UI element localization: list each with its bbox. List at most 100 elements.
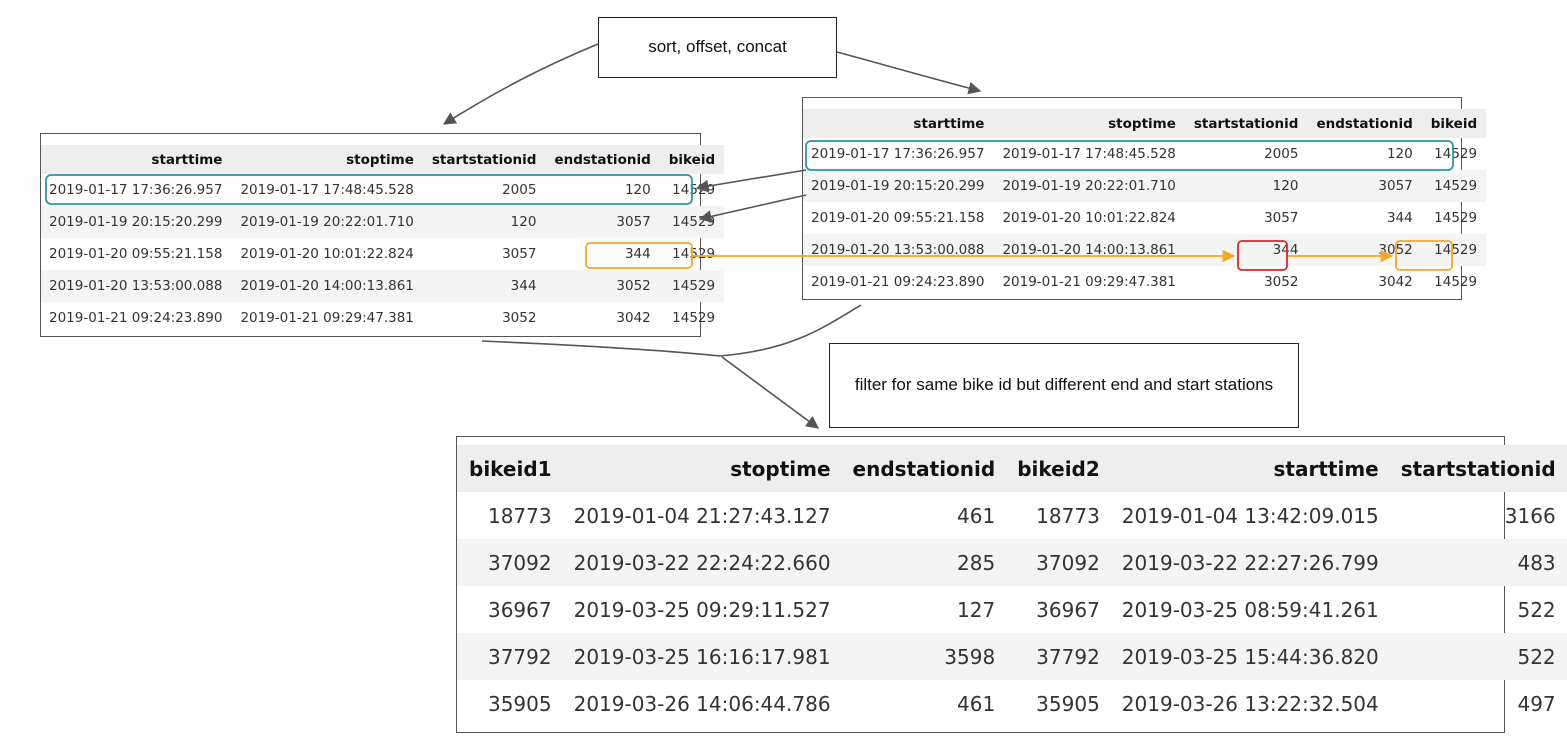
- table-row: 36967 2019-03-25 09:29:11.527 127 36967 …: [457, 586, 1567, 633]
- cell: 120: [1386, 146, 1413, 162]
- table-row: 2019-01-20 13:53:00.088 2019-01-20 14:00…: [41, 270, 725, 302]
- sort-offset-concat-label: sort, offset, concat: [598, 17, 837, 78]
- left-header-stoptime: stoptime: [231, 145, 423, 174]
- left-table-panel: starttime stoptime startstationid endsta…: [40, 133, 725, 337]
- cell: 2019-01-19 20:15:20.299: [41, 206, 232, 238]
- cell: 2019-01-20 09:55:21.158: [811, 210, 985, 226]
- cell: 2005: [502, 182, 537, 198]
- left-header-bikeid: bikeid: [659, 145, 725, 174]
- left-header-endstationid: endstationid: [545, 145, 660, 174]
- result-header-startstationid: startstationid: [1389, 445, 1567, 492]
- cell: 2019-01-04 13:42:09.015: [1121, 503, 1379, 528]
- table-row: 2019-01-20 09:55:21.158 2019-01-20 10:01…: [41, 238, 724, 270]
- cell: 3052: [1264, 274, 1299, 290]
- arrow-merge-to-result: [721, 356, 820, 429]
- cell: 461: [957, 691, 996, 716]
- cell: 3057: [502, 246, 537, 262]
- cell: 3052: [1307, 234, 1422, 266]
- cell: 3057: [1264, 210, 1299, 226]
- result-header-bikeid2: bikeid2: [1006, 445, 1111, 492]
- cell: 14529: [659, 206, 725, 238]
- cell: 18773: [487, 503, 552, 528]
- cell: 2019-03-25 15:44:36.820: [1110, 633, 1390, 680]
- cell: 344: [1386, 210, 1413, 226]
- result-table: bikeid1 stoptime endstationid bikeid2 st…: [457, 445, 1567, 727]
- left-header-startstationid: startstationid: [422, 145, 546, 174]
- cell: 14529: [1434, 146, 1478, 162]
- cell: 2019-01-21 09:29:47.381: [1002, 274, 1176, 290]
- cell: 14529: [1434, 210, 1478, 226]
- cell: 37092: [1006, 539, 1111, 586]
- cell: 2019-01-17 17:48:45.528: [1002, 146, 1176, 162]
- arrow-sort-to-right: [836, 51, 982, 95]
- table-row: 2019-01-17 17:36:26.957 2019-01-17 17:48…: [803, 138, 1486, 170]
- cell: 2019-01-20 14:00:13.861: [993, 234, 1185, 266]
- left-table-header-row: starttime stoptime startstationid endsta…: [41, 145, 725, 174]
- cell: 3598: [841, 633, 1007, 680]
- cell: 2019-01-20 10:01:22.824: [240, 246, 414, 262]
- cell: 3052: [545, 270, 660, 302]
- cell: 37092: [457, 539, 563, 586]
- right-header-starttime: starttime: [803, 109, 994, 138]
- cell: 3057: [1307, 170, 1422, 202]
- filter-label-text: filter for same bike id but different en…: [854, 375, 1274, 395]
- table-row: 2019-01-19 20:15:20.299 2019-01-19 20:22…: [803, 170, 1487, 202]
- cell: 2019-03-25 16:16:17.981: [562, 633, 842, 680]
- table-row: 35905 2019-03-26 14:06:44.786 461 35905 …: [457, 680, 1567, 727]
- cell: 2019-03-25 09:29:11.527: [573, 597, 831, 622]
- cell: 120: [624, 182, 651, 198]
- cell: 14529: [1421, 170, 1487, 202]
- cell: 36967: [487, 597, 552, 622]
- table-row: 2019-01-17 17:36:26.957 2019-01-17 17:48…: [41, 174, 724, 206]
- right-header-endstationid: endstationid: [1307, 109, 1422, 138]
- cell: 2019-01-20 10:01:22.824: [1002, 210, 1176, 226]
- table-row: 2019-01-20 13:53:00.088 2019-01-20 14:00…: [803, 234, 1487, 266]
- cell: 127: [957, 597, 996, 622]
- cell: 2005: [1264, 146, 1299, 162]
- cell: 3166: [1504, 503, 1556, 528]
- cell: 522: [1389, 633, 1567, 680]
- merge-curve-left: [481, 340, 721, 357]
- cell: 35905: [487, 691, 552, 716]
- right-table: starttime stoptime startstationid endsta…: [803, 109, 1487, 298]
- cell: 14529: [1434, 274, 1478, 290]
- cell: 36967: [1036, 597, 1100, 622]
- cell: 37792: [457, 633, 563, 680]
- cell: 14529: [672, 310, 716, 326]
- cell: 2019-01-20 09:55:21.158: [49, 246, 223, 262]
- cell: 18773: [1036, 503, 1100, 528]
- cell: 35905: [1036, 691, 1100, 716]
- cell: 2019-01-19 20:22:01.710: [231, 206, 423, 238]
- left-header-starttime: starttime: [41, 145, 232, 174]
- filter-label: filter for same bike id but different en…: [829, 343, 1299, 428]
- cell: 2019-03-26 13:22:32.504: [1121, 691, 1379, 716]
- cell: 2019-01-17 17:36:26.957: [49, 182, 223, 198]
- result-header-bikeid1: bikeid1: [457, 445, 563, 492]
- cell: 14529: [1421, 234, 1487, 266]
- cell: 2019-01-19 20:15:20.299: [803, 170, 994, 202]
- cell: 461: [957, 503, 996, 528]
- cell: 2019-03-26 14:06:44.786: [573, 691, 831, 716]
- right-table-panel: starttime stoptime startstationid endsta…: [802, 97, 1487, 300]
- cell: 344: [624, 246, 651, 262]
- table-row: 2019-01-20 09:55:21.158 2019-01-20 10:01…: [803, 202, 1486, 234]
- cell: 2019-01-17 17:36:26.957: [811, 146, 985, 162]
- left-table: starttime stoptime startstationid endsta…: [41, 145, 725, 334]
- result-table-header-row: bikeid1 stoptime endstationid bikeid2 st…: [457, 445, 1567, 492]
- cell: 344: [422, 270, 546, 302]
- table-row: 37792 2019-03-25 16:16:17.981 3598 37792…: [457, 633, 1567, 680]
- cell: 522: [1517, 597, 1556, 622]
- result-table-panel: bikeid1 stoptime endstationid bikeid2 st…: [456, 436, 1567, 733]
- result-header-endstationid: endstationid: [841, 445, 1007, 492]
- cell: 3052: [502, 310, 537, 326]
- cell: 3042: [1378, 274, 1413, 290]
- cell: 120: [1184, 170, 1308, 202]
- table-row: 2019-01-21 09:24:23.890 2019-01-21 09:29…: [41, 302, 724, 334]
- arrow-sort-to-left: [442, 43, 599, 125]
- cell: 2019-03-22 22:27:26.799: [1110, 539, 1390, 586]
- cell: 2019-03-25 08:59:41.261: [1121, 597, 1379, 622]
- cell: 2019-01-21 09:29:47.381: [240, 310, 414, 326]
- cell: 2019-03-22 22:24:22.660: [562, 539, 842, 586]
- cell: 2019-01-19 20:22:01.710: [993, 170, 1185, 202]
- right-header-stoptime: stoptime: [993, 109, 1185, 138]
